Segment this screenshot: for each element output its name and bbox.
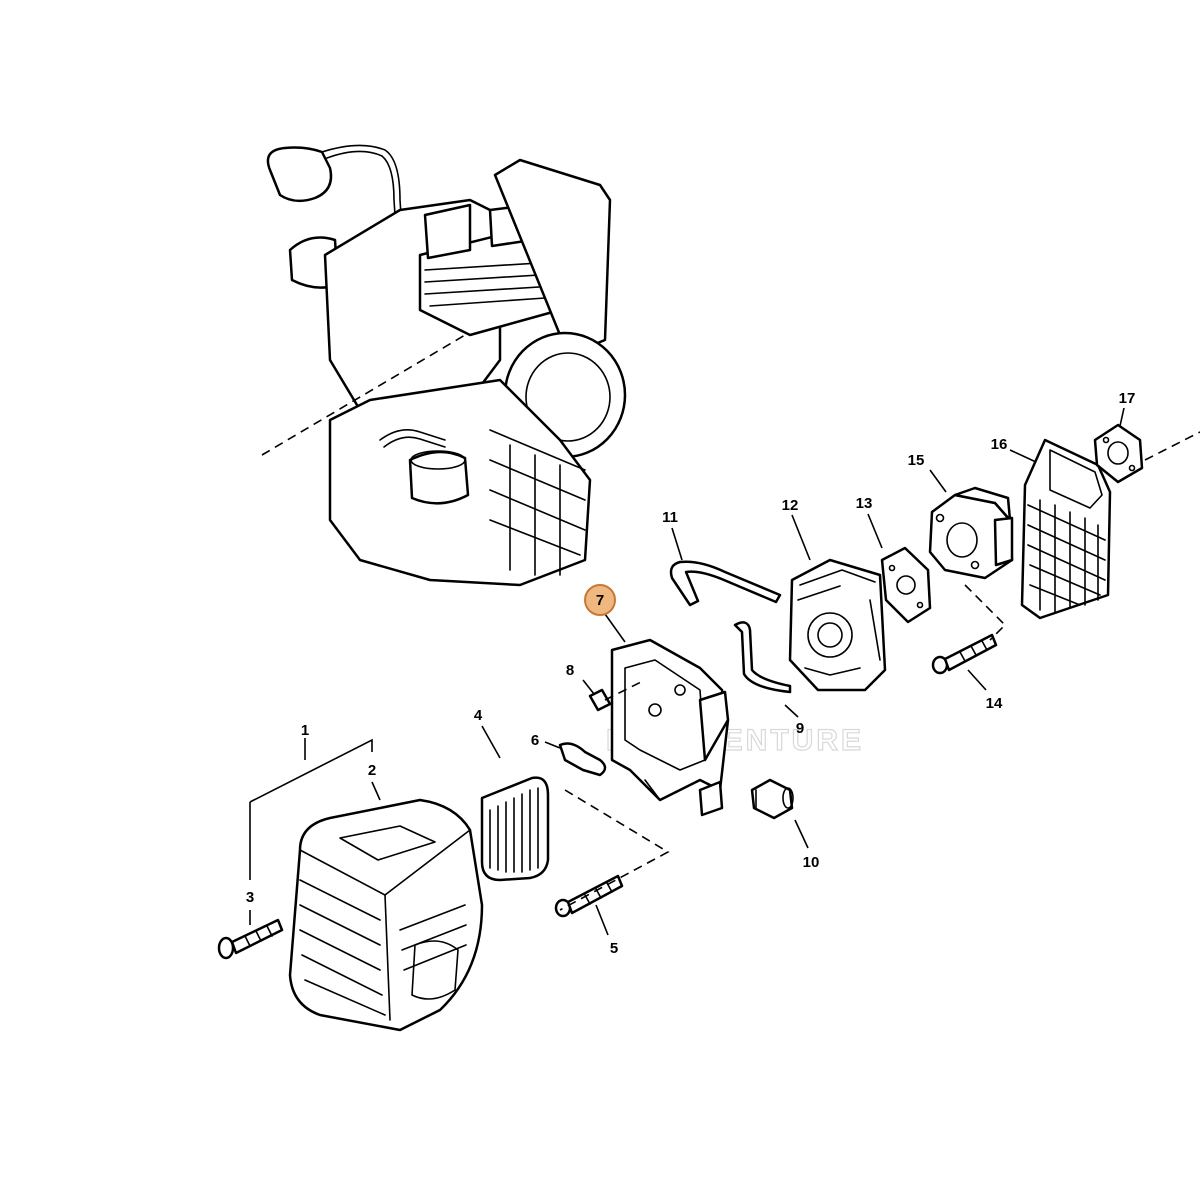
screw-3 [217,918,284,960]
callout-4[interactable]: 4 [474,707,483,724]
screw-5 [554,874,624,918]
callout-10[interactable]: 10 [803,854,820,871]
carburetor [788,558,887,692]
leader-lines [249,407,1125,936]
callouts: 1 2 3 4 5 6 7 8 9 10 11 12 13 14 15 16 1… [246,390,1136,957]
screw-14 [931,633,998,675]
heat-shield [1020,438,1112,620]
engine-reference-line [261,334,466,456]
callout-7[interactable]: 7 [596,592,604,609]
callout-6[interactable]: 6 [531,732,539,749]
callout-8[interactable]: 8 [566,662,574,679]
fuel-line-11 [669,560,782,607]
assembly-line-14 [964,584,1007,641]
hose-9 [733,621,792,694]
gasket-13 [880,546,932,624]
callout-13[interactable]: 13 [856,495,873,512]
assembly-line-8 [604,679,646,701]
callout-12[interactable]: 12 [782,497,799,514]
callout-17[interactable]: 17 [1119,390,1136,407]
callout-5[interactable]: 5 [610,940,618,957]
assembly-line-17 [1144,431,1200,461]
intake-flange [928,486,1014,580]
air-filter-cover [288,798,484,1032]
callout-1[interactable]: 1 [301,722,309,739]
callout-15[interactable]: 15 [908,452,925,469]
clip-6 [558,742,607,777]
engine-assembly [266,144,627,587]
gasket-17 [1093,423,1144,484]
filter-base [610,638,730,817]
callout-2[interactable]: 2 [368,762,376,779]
callout-16[interactable]: 16 [991,436,1008,453]
callout-11[interactable]: 11 [662,509,678,526]
callout-9[interactable]: 9 [796,720,804,737]
callout-14[interactable]: 14 [986,695,1003,712]
valve-10 [750,778,794,820]
pin-8 [588,688,612,712]
callout-7-highlight [584,584,616,616]
assembly-line-4-5 [559,789,670,911]
callout-3[interactable]: 3 [246,889,254,906]
air-filter [480,776,550,882]
